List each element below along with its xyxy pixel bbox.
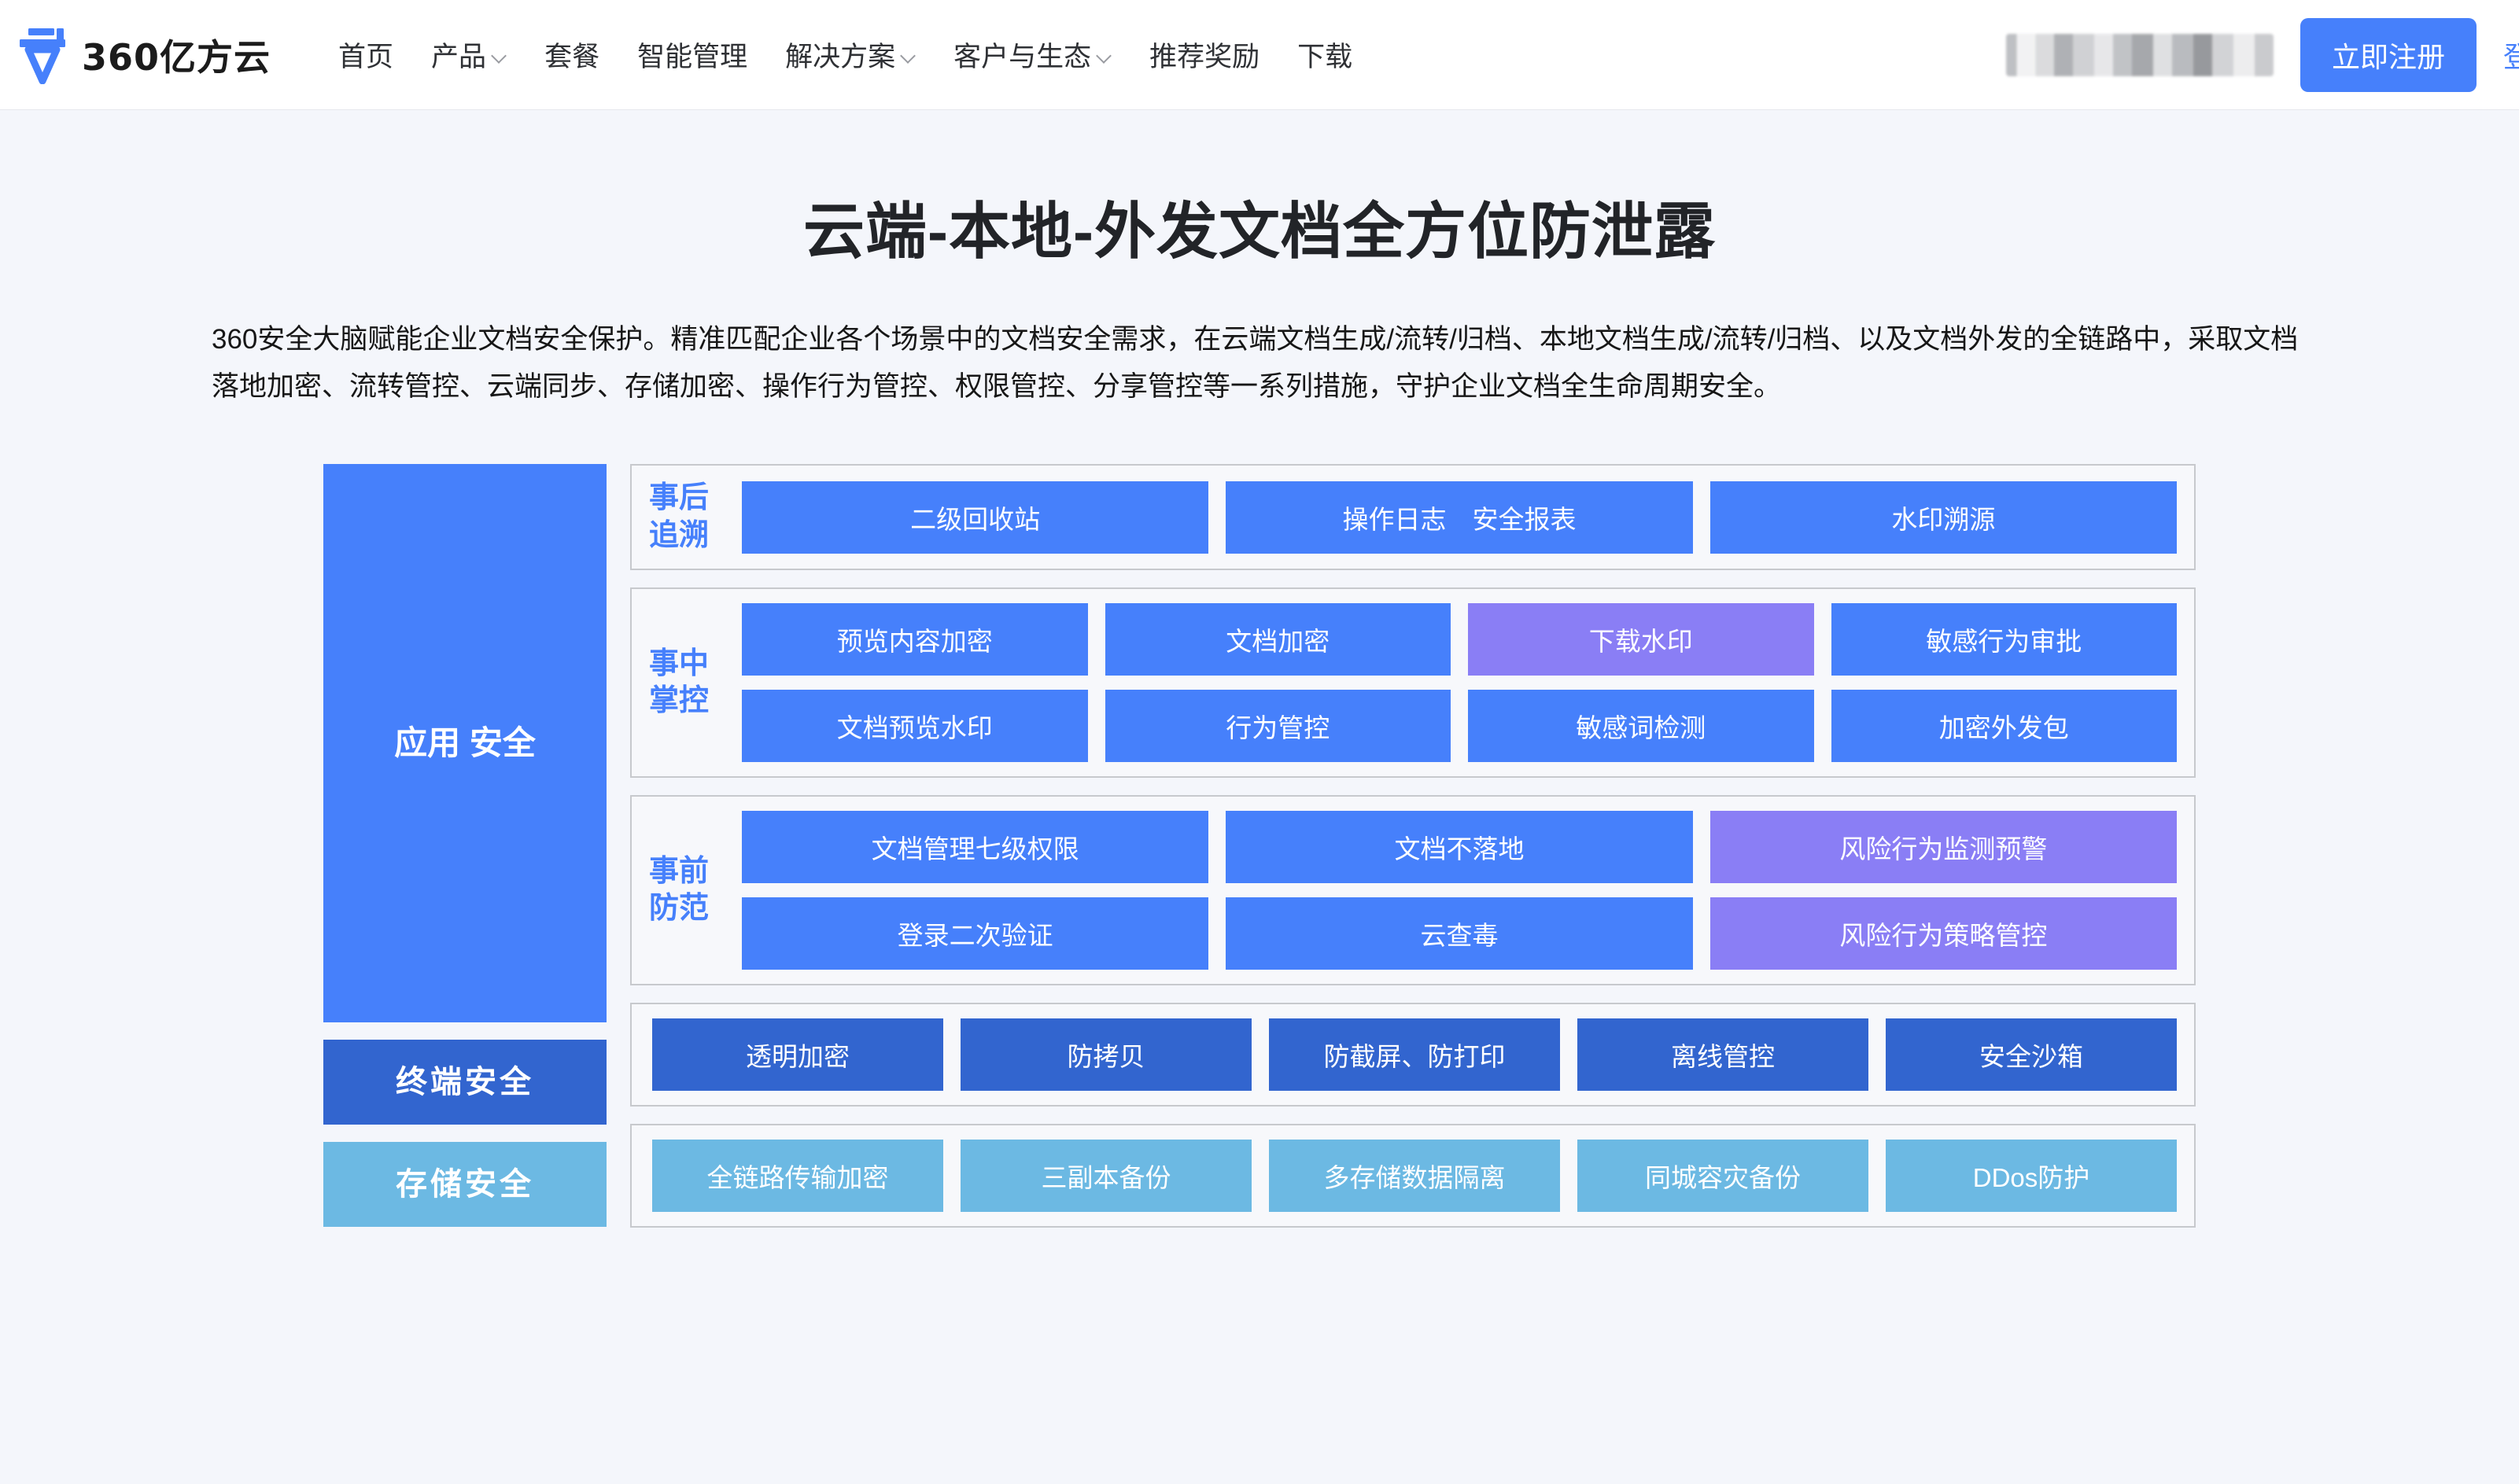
chevron-down-icon [493, 50, 507, 64]
group-rows: 二级回收站 操作日志 安全报表 水印溯源 [742, 481, 2177, 554]
login-link[interactable]: 登录 [2502, 41, 2519, 73]
brand-name: 360亿方云 [82, 35, 271, 79]
page-description: 360安全大脑赋能企业文档安全保护。精准匹配企业各个场景中的文档安全需求，在云端… [212, 324, 2299, 403]
brand-logo[interactable]: 360亿方云 [17, 26, 271, 84]
tile-secondary-recycle-bin[interactable]: 二级回收站 [742, 481, 1209, 554]
group-label: 事前 防范 [649, 854, 710, 926]
nav-label: 解决方案 [785, 42, 896, 72]
group-terminal-security-features: 透明加密 防拷贝 防截屏、防打印 离线管控 安全沙箱 [630, 1003, 2196, 1107]
category-application-security: 应用 安全 [323, 464, 607, 1023]
category-label: 存储安全 [396, 1167, 534, 1202]
tile-security-sandbox[interactable]: 安全沙箱 [1886, 1018, 2177, 1092]
category-terminal-security: 终端安全 [323, 1040, 607, 1125]
nav-item-smart-management[interactable]: 智能管理 [618, 0, 766, 110]
tile-full-link-transmission-encryption[interactable]: 全链路传输加密 [652, 1140, 943, 1213]
nav-label: 套餐 [544, 42, 600, 72]
tile-operation-log-security-report[interactable]: 操作日志 安全报表 [1226, 481, 1693, 554]
group-in-process-control: 事中 掌控 预览内容加密 文档加密 下载水印 敏感行为审批 文档预览水印 行为管… [630, 587, 2196, 779]
nav-label: 智能管理 [637, 42, 748, 72]
tile-sensitive-behavior-approval[interactable]: 敏感行为审批 [1831, 603, 2177, 676]
group-label: 事中 掌控 [649, 646, 710, 718]
tile-same-city-disaster-backup[interactable]: 同城容灾备份 [1577, 1140, 1868, 1213]
tile-cloud-antivirus[interactable]: 云查毒 [1226, 897, 1693, 970]
category-label: 终端安全 [396, 1065, 534, 1100]
tile-row: 二级回收站 操作日志 安全报表 水印溯源 [742, 481, 2177, 554]
nav-item-referral-rewards[interactable]: 推荐奖励 [1130, 0, 1278, 110]
nav-item-packages[interactable]: 套餐 [526, 0, 618, 110]
diagram-right-column: 事后 追溯 二级回收站 操作日志 安全报表 水印溯源 事中 掌控 预览内容加密 … [630, 464, 2196, 1228]
group-rows: 透明加密 防拷贝 防截屏、防打印 离线管控 安全沙箱 [652, 1018, 2177, 1092]
nav-item-home[interactable]: 首页 [319, 0, 412, 110]
tile-offline-control[interactable]: 离线管控 [1577, 1018, 1868, 1092]
nav-item-customers-ecosystem[interactable]: 客户与生态 [935, 0, 1130, 110]
nav-label: 产品 [431, 42, 487, 72]
tile-row: 透明加密 防拷贝 防截屏、防打印 离线管控 安全沙箱 [652, 1018, 2177, 1092]
tile-ddos-protection[interactable]: DDos防护 [1886, 1140, 2177, 1213]
yifangyun-logo-icon [20, 28, 65, 84]
chevron-down-icon [1098, 50, 1112, 64]
tile-login-two-factor-verification[interactable]: 登录二次验证 [742, 897, 1209, 970]
tile-anti-copy[interactable]: 防拷贝 [961, 1018, 1252, 1092]
security-architecture-diagram: 应用 安全 终端安全 存储安全 事后 追溯 二级回收站 操作日志 安全报表 水印… [323, 464, 2196, 1228]
page-title: 云端-本地-外发文档全方位防泄露 [803, 197, 1716, 266]
nav-label: 推荐奖励 [1149, 42, 1260, 72]
tile-watermark-tracing[interactable]: 水印溯源 [1709, 481, 2177, 554]
chevron-down-icon [902, 50, 916, 64]
tile-no-local-document-storage[interactable]: 文档不落地 [1226, 811, 1693, 884]
group-post-incident-tracing: 事后 追溯 二级回收站 操作日志 安全报表 水印溯源 [630, 464, 2196, 571]
site-header: 360亿方云 首页 产品 套餐 智能管理 解决方案 客户与生态 推荐奖励 下载 [0, 0, 2519, 110]
tile-download-watermark[interactable]: 下载水印 [1468, 603, 1814, 676]
tile-triple-replica-backup[interactable]: 三副本备份 [961, 1140, 1252, 1213]
group-rows: 全链路传输加密 三副本备份 多存储数据隔离 同城容灾备份 DDos防护 [652, 1140, 2177, 1213]
tile-encrypted-outgoing-package[interactable]: 加密外发包 [1831, 690, 2177, 763]
tile-row: 登录二次验证 云查毒 风险行为策略管控 [742, 897, 2177, 970]
nav-label: 首页 [338, 42, 394, 72]
tile-preview-content-encryption[interactable]: 预览内容加密 [742, 603, 1088, 676]
tile-row: 预览内容加密 文档加密 下载水印 敏感行为审批 [742, 603, 2177, 676]
nav-label: 客户与生态 [953, 42, 1092, 72]
category-storage-security: 存储安全 [323, 1142, 607, 1228]
group-label: 事后 追溯 [649, 481, 710, 552]
category-label: 应用 安全 [394, 724, 536, 762]
nav-item-products[interactable]: 产品 [412, 0, 526, 110]
main-navigation: 首页 产品 套餐 智能管理 解决方案 客户与生态 推荐奖励 下载 [319, 0, 1371, 110]
tile-multi-storage-data-isolation[interactable]: 多存储数据隔离 [1269, 1140, 1560, 1213]
tile-seven-level-document-permissions[interactable]: 文档管理七级权限 [742, 811, 1209, 884]
tile-risk-behavior-monitoring-alert[interactable]: 风险行为监测预警 [1709, 811, 2177, 884]
tile-document-preview-watermark[interactable]: 文档预览水印 [742, 690, 1088, 763]
tile-row: 文档管理七级权限 文档不落地 风险行为监测预警 [742, 811, 2177, 884]
redacted-content [2005, 34, 2274, 76]
tile-anti-screenshot-anti-print[interactable]: 防截屏、防打印 [1269, 1018, 1560, 1092]
group-rows: 预览内容加密 文档加密 下载水印 敏感行为审批 文档预览水印 行为管控 敏感词检… [742, 603, 2177, 763]
tile-row: 全链路传输加密 三副本备份 多存储数据隔离 同城容灾备份 DDos防护 [652, 1140, 2177, 1213]
header-actions: 立即注册 登录 [2005, 0, 2519, 110]
nav-item-solutions[interactable]: 解决方案 [766, 0, 935, 110]
group-rows: 文档管理七级权限 文档不落地 风险行为监测预警 登录二次验证 云查毒 风险行为策… [742, 811, 2177, 970]
diagram-left-column: 应用 安全 终端安全 存储安全 [323, 464, 607, 1228]
group-pre-incident-prevention: 事前 防范 文档管理七级权限 文档不落地 风险行为监测预警 登录二次验证 云查毒… [630, 795, 2196, 986]
tile-row: 文档预览水印 行为管控 敏感词检测 加密外发包 [742, 690, 2177, 763]
nav-label: 下载 [1297, 42, 1353, 72]
tile-behavior-control[interactable]: 行为管控 [1105, 690, 1451, 763]
nav-item-download[interactable]: 下载 [1278, 0, 1371, 110]
register-button[interactable]: 立即注册 [2300, 18, 2477, 92]
group-storage-security-features: 全链路传输加密 三副本备份 多存储数据隔离 同城容灾备份 DDos防护 [630, 1124, 2196, 1228]
tile-sensitive-word-detection[interactable]: 敏感词检测 [1468, 690, 1814, 763]
tile-document-encryption[interactable]: 文档加密 [1105, 603, 1451, 676]
tile-transparent-encryption[interactable]: 透明加密 [652, 1018, 943, 1092]
page-content: 云端-本地-外发文档全方位防泄露 360安全大脑赋能企业文档安全保护。精准匹配企… [0, 110, 2519, 1484]
tile-risk-behavior-policy-control[interactable]: 风险行为策略管控 [1709, 897, 2177, 970]
